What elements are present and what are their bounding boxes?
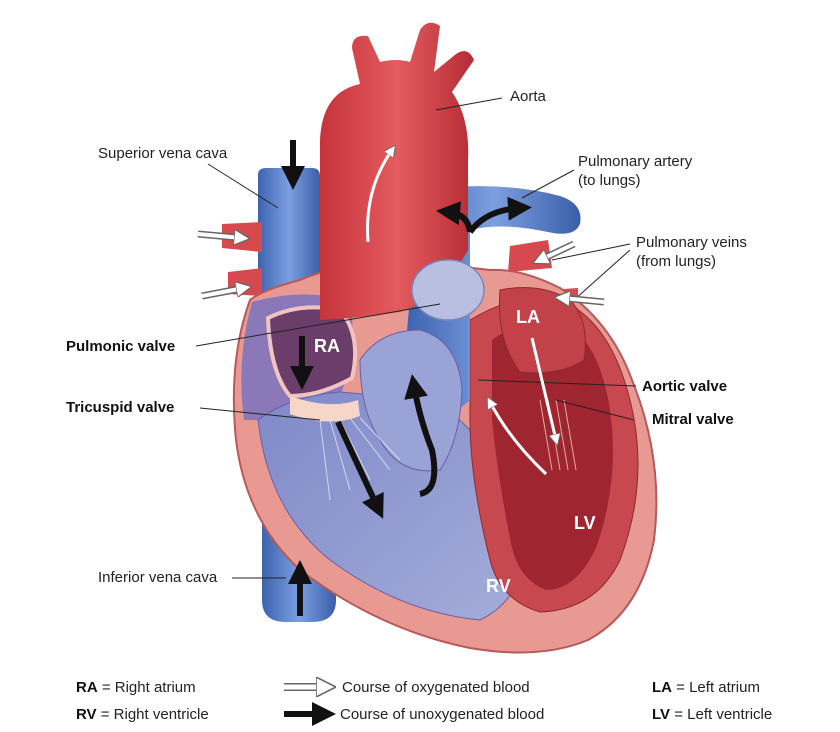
label-aortic-valve: Aortic valve	[642, 378, 728, 395]
legend-ra-abbr: RA	[76, 679, 98, 696]
legend-la-text: = Left atrium	[672, 679, 760, 696]
unoxygenated-flow-arrows	[281, 140, 532, 616]
legend-lv-abbr: LV	[652, 706, 671, 723]
tricuspid-valve-shape	[290, 396, 360, 422]
legend-lv-text: = Left ventricle	[670, 706, 773, 723]
label-pulmonic-valve: Pulmonic valve	[66, 338, 176, 355]
pulmonic-valve-shape	[411, 259, 485, 321]
legend-unoxygenated: Course of unoxygenated blood	[340, 706, 545, 723]
label-inferior-vena-cava: Inferior vena cava	[98, 569, 218, 586]
label-superior-vena-cava: Superior vena cava	[98, 145, 228, 162]
chamber-label-ra: RA	[314, 336, 340, 356]
label-mitral-valve: Mitral valve	[652, 411, 734, 428]
label-tricuspid-valve: Tricuspid valve	[66, 399, 175, 416]
chamber-label-la: LA	[516, 307, 540, 327]
legend-la: LA = Left atrium	[652, 679, 760, 696]
leader-lines	[195, 97, 637, 579]
left-atrium-chamber	[498, 287, 586, 374]
aortic-outflow	[359, 329, 463, 472]
label-pulmonary-veins: Pulmonary veins	[636, 234, 747, 251]
legend-rv-abbr: RV	[76, 706, 97, 723]
label-pulmonary-artery-sub: (to lungs)	[578, 172, 641, 189]
left-ventricle-inner	[492, 320, 613, 590]
rv-chordae	[319, 417, 401, 501]
legend-lv: LV = Left ventricle	[652, 706, 772, 723]
label-pulmonary-veins-sub: (from lungs)	[636, 253, 717, 270]
aorta-vessel	[320, 22, 474, 321]
label-aorta: Aorta	[510, 88, 546, 105]
legend-la-abbr: LA	[652, 679, 672, 696]
legend-rv-text: = Right ventricle	[96, 706, 209, 723]
legend-ra-text: = Right atrium	[97, 679, 196, 696]
chamber-label-rv: RV	[486, 576, 511, 596]
legend-ra: RA = Right atrium	[76, 679, 196, 696]
chamber-label-lv: LV	[574, 513, 596, 533]
legend-rv: RV = Right ventricle	[76, 706, 209, 723]
oxygenated-flow-arrows	[197, 150, 605, 476]
label-pulmonary-artery: Pulmonary artery	[578, 153, 693, 170]
legend-oxygenated: Course of oxygenated blood	[342, 679, 530, 696]
